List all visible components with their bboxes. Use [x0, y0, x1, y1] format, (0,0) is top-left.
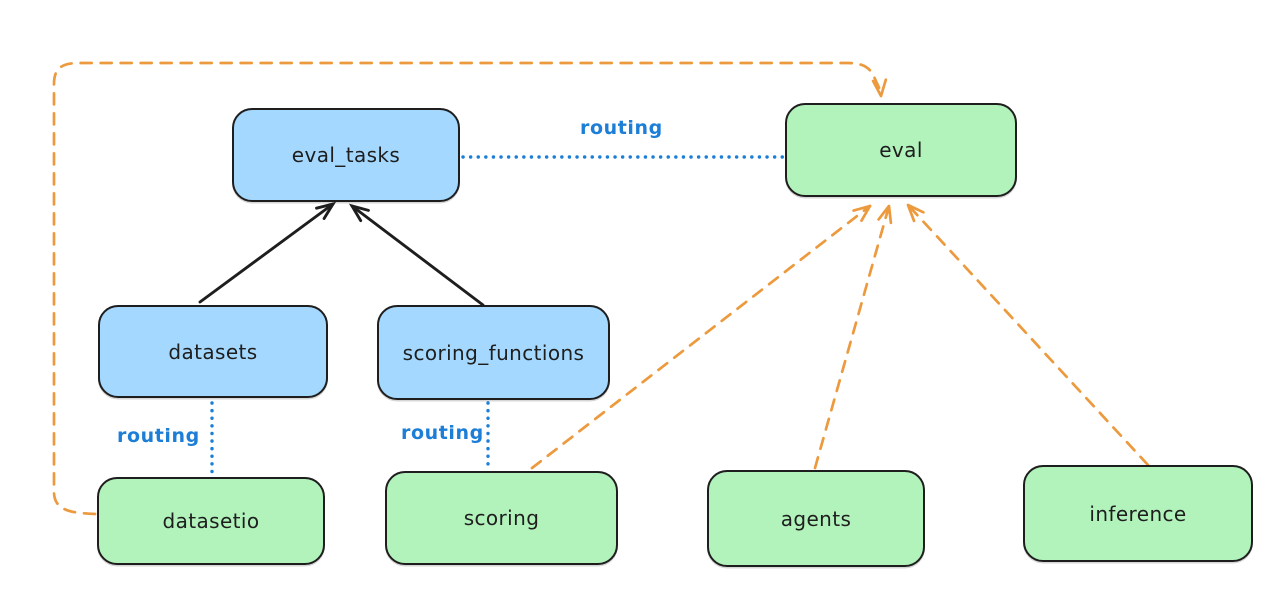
- node-scoring-functions: scoring_functions: [377, 305, 610, 400]
- node-datasetio: datasetio: [97, 477, 325, 565]
- node-inference-label: inference: [1089, 501, 1187, 526]
- node-eval-label: eval: [879, 138, 923, 162]
- edge-label-routing-datasets-datasetio: routing: [117, 425, 200, 447]
- edge-agents-to-eval: [813, 204, 893, 470]
- edge-scoring-functions-to-eval-tasks: [348, 203, 485, 307]
- node-eval-tasks: eval_tasks: [232, 108, 460, 202]
- node-datasetio-label: datasetio: [162, 509, 260, 533]
- edge-label-routing-scoring-functions-scoring: routing: [401, 422, 484, 444]
- node-agents: agents: [707, 470, 925, 567]
- node-scoring-label: scoring: [463, 506, 540, 530]
- edge-scoring-to-eval: [530, 204, 872, 470]
- node-eval: eval: [785, 103, 1017, 197]
- edge-inference-to-eval: [906, 203, 1150, 467]
- edge-datasetio-to-eval: [52, 61, 888, 516]
- edge-label-routing-eval-tasks-eval: routing: [580, 117, 663, 139]
- node-scoring: scoring: [385, 471, 618, 565]
- edge-datasets-to-eval-tasks: [198, 201, 337, 304]
- node-scoring-functions-label: scoring_functions: [402, 340, 585, 365]
- node-datasets-label: datasets: [168, 339, 258, 364]
- node-inference: inference: [1023, 465, 1253, 562]
- node-eval-tasks-label: eval_tasks: [291, 143, 401, 167]
- node-datasets: datasets: [98, 305, 328, 398]
- node-agents-label: agents: [780, 506, 852, 531]
